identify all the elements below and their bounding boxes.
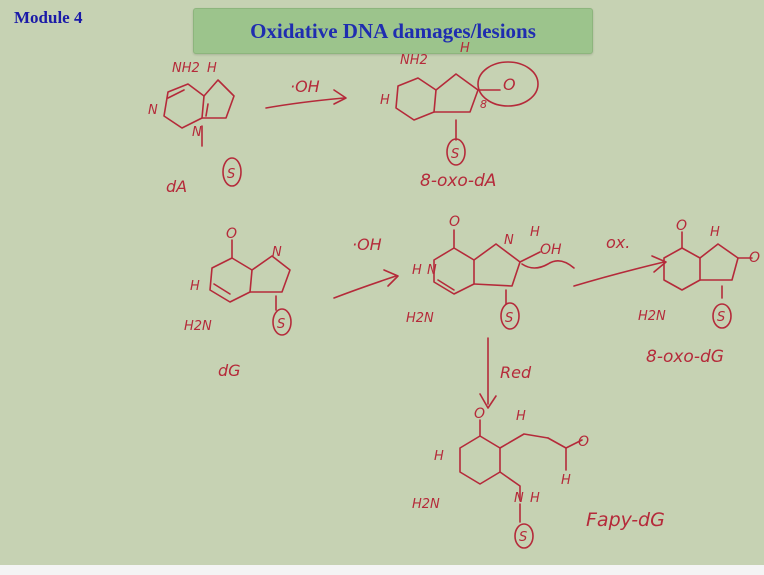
- atom-label: H2N: [184, 319, 212, 334]
- label-dG: dG: [218, 361, 241, 380]
- arrow-reduction: Red: [479, 337, 532, 409]
- atom-label: O: [226, 226, 237, 242]
- structure-8oxo-dG: S O H O H2N 8-oxo-dG: [638, 218, 760, 367]
- atom-label: H: [530, 491, 540, 506]
- atom-label: N: [514, 491, 524, 506]
- reagent-label: Red: [500, 363, 532, 382]
- atom-label: H: [710, 225, 720, 240]
- sugar-symbol: S: [227, 167, 235, 182]
- atom-label: NH2: [400, 53, 428, 68]
- atom-label: N: [192, 125, 202, 140]
- atom-label: O: [749, 250, 760, 266]
- ring-number: 8: [480, 98, 487, 111]
- reagent-label: ox.: [606, 233, 630, 252]
- atom-label: H2N: [406, 311, 434, 326]
- structure-intermediate: S O H N N H OH H2N: [406, 214, 575, 330]
- atom-label: O: [578, 434, 589, 450]
- atom-label: H: [380, 93, 390, 108]
- atom-label: H: [516, 409, 526, 424]
- sugar-symbol: S: [277, 317, 285, 332]
- atom-label: O: [449, 214, 460, 230]
- atom-label: O: [503, 75, 516, 94]
- reagent-label: ·OH: [352, 235, 382, 254]
- reagent-label: ·OH: [290, 77, 320, 96]
- atom-label: H: [434, 449, 444, 464]
- bottom-band: [0, 565, 764, 575]
- atom-label: H: [561, 473, 571, 488]
- atom-label: O: [676, 218, 687, 234]
- arrow-hydroxyl-middle: ·OH: [333, 235, 399, 299]
- atom-label: N: [427, 263, 437, 278]
- atom-label: H2N: [638, 309, 666, 324]
- atom-label: OH: [540, 242, 562, 258]
- sugar-symbol: S: [519, 530, 527, 545]
- module-label: Module 4: [14, 8, 83, 27]
- atom-label: H2N: [412, 497, 440, 512]
- structure-8oxo-dA: S NH2 H H O 8 8-oxo-dA: [380, 41, 539, 191]
- label-8oxo-dG: 8-oxo-dG: [646, 347, 724, 367]
- atom-label: H: [460, 41, 470, 56]
- label-fapy-dG: Fapy-dG: [586, 509, 665, 531]
- sugar-symbol: S: [505, 311, 513, 326]
- slide-title: Oxidative DNA damages/lesions: [250, 18, 536, 43]
- title-banner: Oxidative DNA damages/lesions: [193, 8, 593, 54]
- atom-label: H: [207, 61, 217, 76]
- sugar-symbol: S: [717, 310, 725, 325]
- atom-label: O: [474, 406, 485, 422]
- arrow-oxidation: ox.: [573, 233, 667, 287]
- sugar-symbol: S: [451, 147, 459, 162]
- arrow-hydroxyl-top: ·OH: [265, 77, 347, 109]
- atom-label: NH2: [172, 61, 200, 76]
- label-8oxo-dA: 8-oxo-dA: [420, 171, 496, 191]
- structure-fapy-dG: S O H O H H H2N N H Fapy-dG: [412, 406, 665, 549]
- atom-label: H: [530, 225, 540, 240]
- structure-dA: S NH2 H N N dA: [148, 61, 242, 196]
- atom-label: N: [148, 103, 158, 118]
- label-dA: dA: [166, 177, 187, 196]
- structure-dG: S O H N H2N dG: [184, 226, 292, 380]
- atom-label: N: [504, 233, 514, 248]
- atom-label: H: [190, 279, 200, 294]
- atom-label: H: [412, 263, 422, 278]
- atom-label: N: [272, 245, 282, 260]
